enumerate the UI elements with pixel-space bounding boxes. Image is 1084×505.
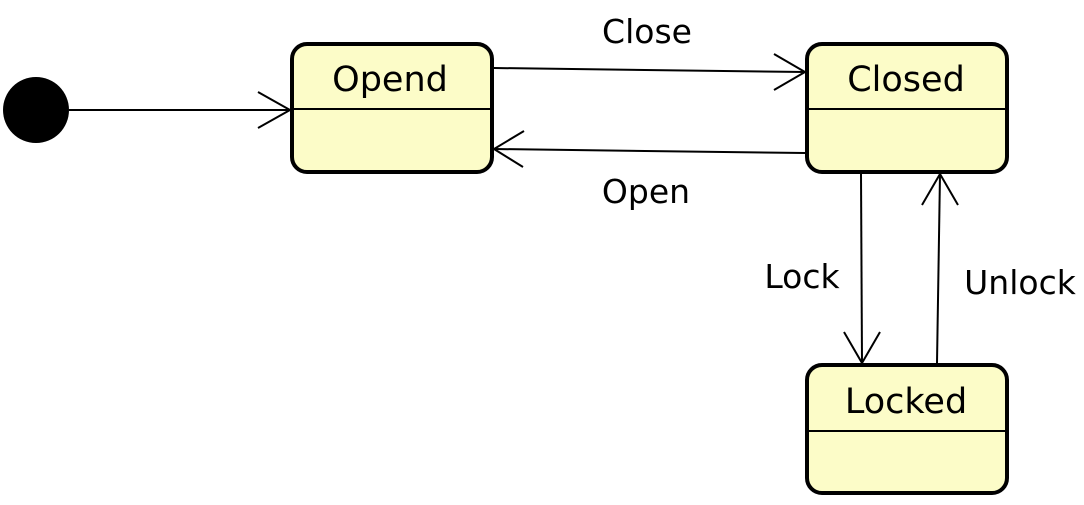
- transition-close-label: Close: [602, 12, 692, 51]
- transition-close: [493, 53, 807, 91]
- state-opend-name: Opend: [332, 60, 448, 100]
- transition-unlock-label: Unlock: [964, 263, 1077, 302]
- transition-lock: [843, 173, 881, 365]
- state-locked-name: Locked: [845, 382, 967, 422]
- state-locked[interactable]: Locked: [805, 363, 1009, 495]
- state-locked-box: [805, 363, 1009, 495]
- state-closed-name: Closed: [847, 60, 965, 100]
- state-opend[interactable]: Opend: [290, 42, 494, 174]
- transition-open: [492, 130, 806, 168]
- transition-initial-to-opend: [69, 91, 293, 129]
- initial-state-node[interactable]: [3, 77, 69, 143]
- state-closed[interactable]: Closed: [805, 42, 1009, 174]
- transition-unlock: [921, 172, 959, 364]
- transition-lock-label: Lock: [764, 257, 840, 296]
- transition-open-label: Open: [602, 172, 690, 211]
